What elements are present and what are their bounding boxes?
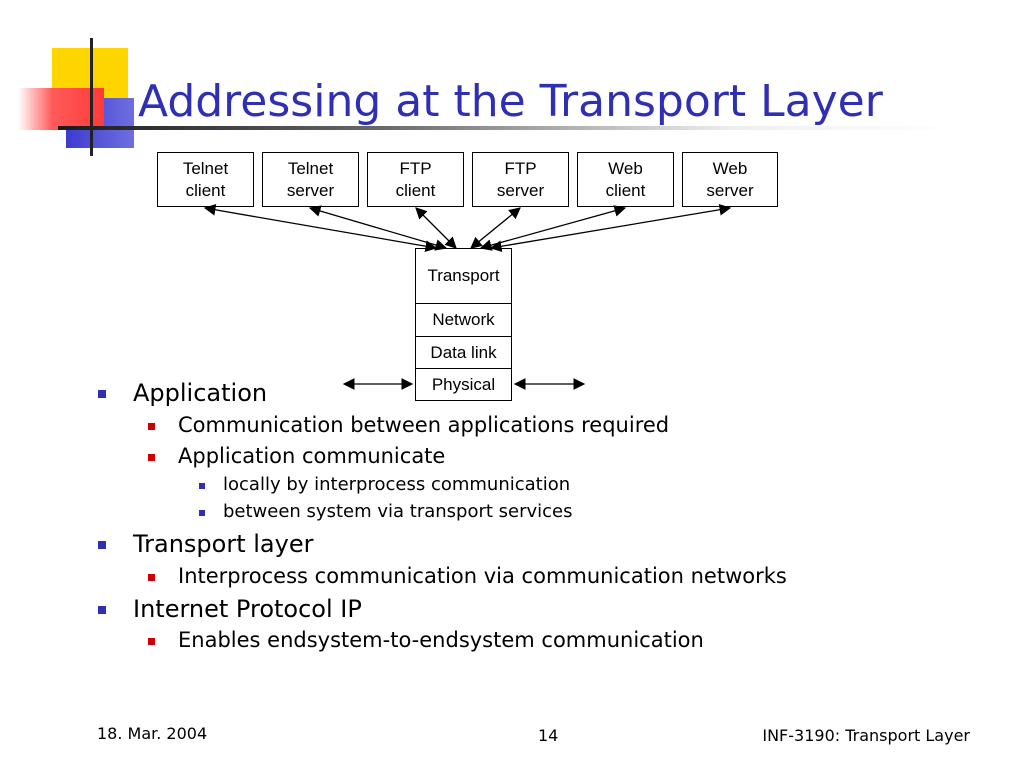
arrow-web-client-transport xyxy=(479,205,627,251)
app-box-label-line1: FTP xyxy=(399,158,432,178)
app-box-web-client: Web client xyxy=(577,152,674,207)
decor-vertical-line xyxy=(90,38,93,156)
bullet-level1: Transport layer xyxy=(133,530,314,558)
bullet-marker xyxy=(98,606,106,614)
arrow-telnet-client-transport xyxy=(203,204,438,252)
bullet-marker xyxy=(148,423,155,430)
stack-layer-label: Data link xyxy=(430,342,497,362)
decor-red-band xyxy=(18,88,104,130)
bullet-marker xyxy=(148,454,155,461)
app-box-ftp-client: FTP client xyxy=(367,152,464,207)
bullet-marker xyxy=(98,390,106,398)
bullet-level1: Application xyxy=(133,379,268,407)
bullet-level2: Application communicate xyxy=(178,444,446,468)
app-box-label-line2: server xyxy=(496,180,545,200)
arrow-telnet-server-transport xyxy=(308,205,448,251)
app-box-telnet-server: Telnet server xyxy=(262,152,359,207)
app-box-web-server: Web server xyxy=(682,152,778,207)
stack-layer-label: Network xyxy=(432,310,495,329)
bullet-level2: Communication between applications requi… xyxy=(178,413,670,437)
app-box-label-line1: Telnet xyxy=(287,158,334,178)
app-box-label-line1: Telnet xyxy=(182,158,229,178)
bullet-marker xyxy=(148,638,155,645)
bullet-marker xyxy=(199,510,205,516)
app-box-label-line1: Web xyxy=(608,158,643,178)
arrow-ftp-server-transport xyxy=(470,207,521,249)
stack-layer-label: Physical xyxy=(431,374,496,394)
bullet-marker xyxy=(148,574,155,581)
bullet-level3: locally by interprocess communication xyxy=(223,474,571,495)
footer-course: INF-3190: Transport Layer xyxy=(762,726,970,745)
stack-layer-physical: Physical xyxy=(415,368,512,401)
app-box-label-line1: FTP xyxy=(504,158,537,178)
app-box-label-line2: server xyxy=(286,180,335,200)
title-underline xyxy=(58,126,958,130)
footer-date: 18. Mar. 2004 xyxy=(97,724,208,743)
footer-page-number: 14 xyxy=(538,726,559,745)
stack-layer-label: Transport xyxy=(427,266,500,285)
bullet-level2: Enables endsystem-to-endsystem communica… xyxy=(178,628,704,652)
slide-title: Addressing at the Transport Layer xyxy=(138,76,883,127)
app-box-label-line2: client xyxy=(185,180,226,200)
bullet-level1: Internet Protocol IP xyxy=(133,595,362,623)
app-box-label-line2: server xyxy=(706,180,754,200)
app-box-label-line2: client xyxy=(395,180,436,200)
bullet-marker xyxy=(199,483,205,489)
arrow-web-server-transport xyxy=(489,203,732,253)
app-box-ftp-server: FTP server xyxy=(472,152,569,207)
app-box-label-line2: client xyxy=(605,180,646,200)
stack-layer-network: Network xyxy=(415,303,512,337)
arrow-ftp-client-transport xyxy=(415,207,457,249)
bullet-level2: Interprocess communication via communica… xyxy=(178,564,787,588)
app-box-label-line1: Web xyxy=(712,158,748,178)
stack-layer-transport: Transport xyxy=(415,248,512,304)
bullet-marker xyxy=(98,541,106,549)
bullet-level3: between system via transport services xyxy=(223,501,573,522)
app-box-telnet-client: Telnet client xyxy=(157,152,254,207)
